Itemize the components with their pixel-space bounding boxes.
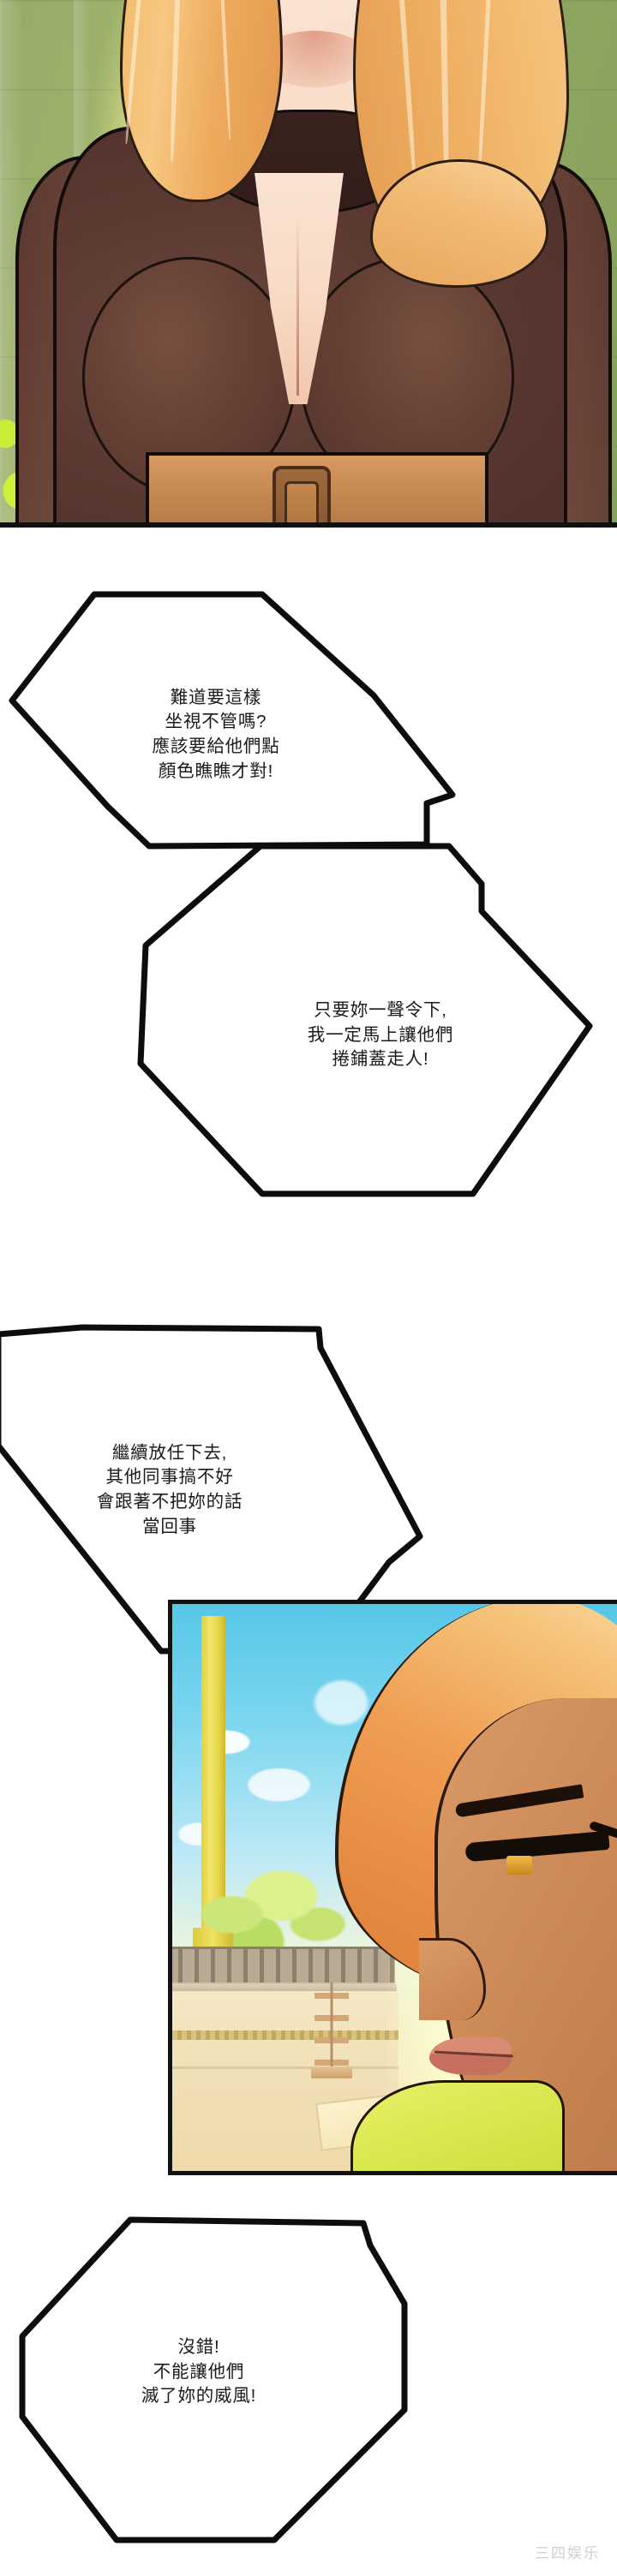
panel2-balustrade: [172, 1947, 395, 1986]
speech-bubble-1: 難道要這樣 坐視不管嗎? 應該要給他們點 顏色瞧瞧才對!: [5, 589, 459, 923]
speech-bubble-2-text-area: 只要妳一聲令下, 我一定馬上讓他們 捲鋪蓋走人!: [252, 971, 509, 1100]
speech-bubble-2-text: 只要妳一聲令下, 我一定馬上讓他們 捲鋪蓋走人!: [307, 999, 454, 1070]
panel2-iris: [506, 1856, 532, 1875]
panel1-hair-strand: [476, 0, 497, 186]
panel2-tree: [186, 1844, 350, 1962]
panel1-hair-curl: [370, 159, 548, 288]
speech-bubble-3: 繼續放任下去, 其他同事搞不好 會跟著不把妳的話 當回事: [0, 1309, 447, 1677]
panel2-ornament-base: [311, 2066, 352, 2078]
panel1-hair-strand: [169, 0, 184, 162]
panel2-hanging-ornament: [314, 1983, 349, 2073]
panel1-hair-strand: [390, 0, 418, 191]
watermark-text: 三四娱乐: [535, 2545, 600, 2561]
speech-bubble-4-text: 沒錯! 不能讓他們 滅了妳的威風!: [141, 2336, 257, 2406]
panel1-chest-shading-line: [297, 216, 299, 396]
speech-bubble-4: 沒錯! 不能讓他們 滅了妳的威風!: [17, 2211, 411, 2562]
panel2-railing: [172, 1984, 397, 1993]
speech-bubble-4-text-area: 沒錯! 不能讓他們 滅了妳的威風!: [79, 2312, 319, 2432]
panel2-hair-highlight: [350, 2080, 565, 2171]
speech-bubble-3-text: 繼續放任下去, 其他同事搞不好 會跟著不把妳的話 當回事: [96, 1442, 243, 1536]
panel2-floor-seam: [172, 2066, 398, 2069]
panel1-hair-strand: [123, 0, 151, 145]
panel2-floor-trim: [172, 2030, 398, 2040]
speech-bubble-1-text: 難道要這樣 坐視不管嗎? 應該要給他們點 顏色瞧瞧才對!: [152, 687, 280, 781]
panel1-belt-buckle-inner: [285, 481, 319, 522]
comic-panel-1: [0, 0, 617, 528]
speech-bubble-3-text-area: 繼續放任下去, 其他同事搞不好 會跟著不把妳的話 當回事: [33, 1413, 307, 1567]
speech-bubble-2: 只要妳一聲令下, 我一定馬上讓他們 捲鋪蓋走人!: [106, 843, 596, 1214]
comic-panel-2: [168, 1600, 617, 2175]
panel1-hair-strand: [215, 0, 232, 140]
speech-bubble-1-text-area: 難道要這樣 坐視不管嗎? 應該要給他們點 顏色瞧瞧才對!: [87, 658, 344, 812]
